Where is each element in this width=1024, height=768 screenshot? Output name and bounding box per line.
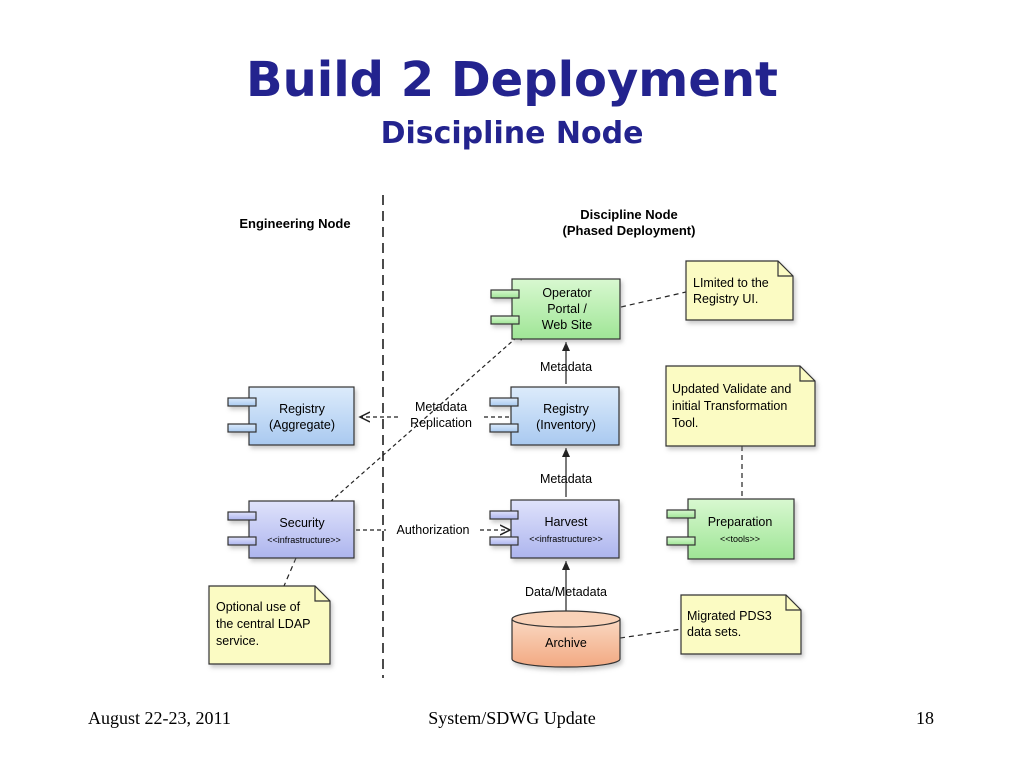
- preparation-stereotype: <<tools>>: [720, 534, 760, 544]
- discipline-node-header: Discipline Node: [580, 207, 678, 222]
- note-registry-ui-text-2: Registry UI.: [693, 292, 758, 306]
- note-validate-text-2: initial Transformation: [672, 399, 787, 413]
- harvest-label: Harvest: [544, 515, 588, 529]
- engineering-node-header: Engineering Node: [239, 216, 350, 231]
- security-label: Security: [279, 516, 325, 530]
- registry-inventory-label-2: (Inventory): [536, 418, 596, 432]
- security-stereotype: <<infrastructure>>: [267, 535, 341, 545]
- harvest-stereotype: <<infrastructure>>: [529, 534, 603, 544]
- component-registry-aggregate: [227, 386, 355, 446]
- operator-portal-label-3: Web Site: [542, 318, 593, 332]
- note-registry-ui-text: LImited to the: [693, 276, 769, 290]
- note-pds3-text-2: data sets.: [687, 625, 741, 639]
- note-pds3-text: Migrated PDS3: [687, 609, 772, 623]
- footer-date: August 22-23, 2011: [88, 708, 231, 728]
- label-authorization: Authorization: [397, 523, 470, 537]
- label-data-metadata: Data/Metadata: [525, 585, 607, 599]
- note-link-pds3: [619, 628, 683, 639]
- label-metadata-replication: Metadata: [415, 400, 467, 414]
- preparation-label: Preparation: [708, 515, 773, 529]
- note-link-ldap: [283, 557, 297, 587]
- operator-portal-label-2: Portal /: [547, 302, 587, 316]
- note-ldap-text: Optional use of: [216, 600, 301, 614]
- component-preparation: [666, 498, 795, 560]
- registry-aggregate-label: Registry: [279, 402, 326, 416]
- registry-aggregate-label-2: (Aggregate): [269, 418, 335, 432]
- operator-portal-label: Operator: [542, 286, 591, 300]
- registry-inventory-label: Registry: [543, 402, 590, 416]
- component-archive: [511, 610, 621, 668]
- note-validate-text: Updated Validate and: [672, 382, 791, 396]
- discipline-node-header-sub: (Phased Deployment): [563, 223, 696, 238]
- note-ldap: [208, 585, 331, 665]
- note-ldap-text-2: the central LDAP: [216, 617, 311, 631]
- archive-label: Archive: [545, 636, 587, 650]
- note-registry-ui: [685, 260, 794, 321]
- component-harvest: [489, 499, 620, 559]
- slide-title: Build 2 Deployment: [245, 52, 778, 108]
- note-validate-text-3: Tool.: [672, 416, 698, 430]
- note-ldap-text-3: service.: [216, 634, 259, 648]
- component-security: [227, 500, 355, 559]
- note-pds3: [680, 594, 802, 655]
- footer-page-number: 18: [916, 708, 934, 728]
- slide-subtitle: Discipline Node: [380, 116, 644, 151]
- component-registry-inventory: [489, 386, 620, 446]
- note-validate: [665, 365, 816, 447]
- note-link-registry-ui: [620, 291, 687, 308]
- connector-security-portal: [329, 330, 525, 503]
- label-metadata-mid: Metadata: [540, 472, 592, 486]
- label-metadata-replication-2: Replication: [410, 416, 472, 430]
- component-operator-portal: [490, 278, 621, 340]
- label-metadata-top: Metadata: [540, 360, 592, 374]
- footer-center: System/SDWG Update: [428, 708, 596, 728]
